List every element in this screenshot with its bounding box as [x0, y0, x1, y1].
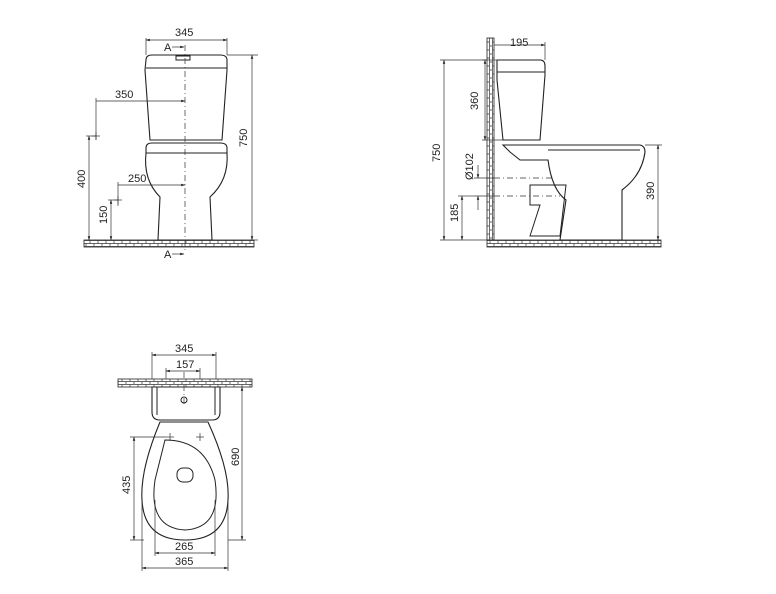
top-view: 345 157 690 435 265 365	[117, 343, 253, 571]
side-tank	[496, 59, 546, 141]
top-bowl-inner	[153, 439, 217, 531]
front-section-bottom: A	[164, 249, 172, 261]
front-view: 345 A 750 350 400 250 150 A	[76, 27, 258, 261]
front-dim-height: 750	[238, 129, 250, 147]
top-dim-bowl-depth: 435	[121, 476, 133, 494]
front-dim-width: 345	[175, 27, 193, 39]
top-wall-hatch	[117, 378, 253, 388]
top-dim-depth: 690	[230, 448, 242, 466]
top-tank	[151, 386, 221, 421]
top-dim-bowl-outer-width: 365	[175, 556, 193, 568]
side-dim-total-height: 750	[431, 144, 443, 162]
front-dim-outlet-height: 150	[98, 206, 110, 224]
side-dim-pipe-diameter: Ø102	[464, 153, 476, 180]
front-tank	[144, 54, 228, 141]
side-bowl	[501, 144, 646, 241]
side-view: 195 360 750 Ø102 185 390	[431, 37, 662, 248]
front-dim-inlet-offset: 350	[115, 89, 133, 101]
front-bowl	[145, 152, 228, 241]
top-dim-fixing-spacing: 157	[176, 359, 194, 371]
side-wall-hatch	[486, 37, 495, 241]
front-floor-hatch	[83, 239, 255, 248]
front-flush-button	[175, 55, 191, 61]
side-dim-seat-height: 390	[645, 182, 657, 200]
top-dim-tank-width: 345	[175, 343, 193, 355]
side-dim-tank-height: 360	[469, 92, 481, 110]
top-bowl-outer	[141, 421, 229, 541]
front-section-top: A	[164, 42, 172, 54]
top-drain	[176, 467, 194, 483]
side-dim-outlet-height: 185	[449, 204, 461, 222]
front-dim-inlet-height: 400	[76, 170, 88, 188]
top-dim-bowl-inner-width: 265	[175, 541, 193, 553]
side-trap	[529, 184, 567, 237]
side-floor-hatch	[486, 239, 662, 248]
front-dim-outlet-offset: 250	[128, 173, 146, 185]
front-seat	[145, 142, 228, 154]
side-dim-tank-depth: 195	[510, 37, 528, 49]
